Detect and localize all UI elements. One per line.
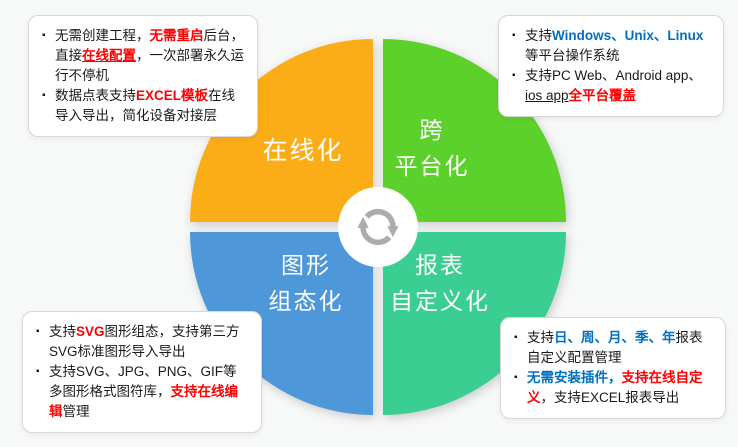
bullet-item: ▪支持SVG图形组态，支持第三方SVG标准图形导入导出 (36, 322, 248, 362)
bullet-item: ▪无需创建工程，无需重启后台，直接在线配置，一次部署永久运行不停机 (42, 26, 244, 86)
bullet-marker: ▪ (42, 30, 46, 41)
bullet-item: ▪支持Windows、Unix、Linux等平台操作系统 (512, 26, 710, 66)
bullet-marker: ▪ (512, 70, 516, 81)
bullet-marker: ▪ (512, 30, 516, 41)
bullet-item: ▪无需安装插件，支持在线自定义，支持EXCEL报表导出 (514, 368, 712, 408)
bullet-marker: ▪ (514, 372, 518, 383)
bullet-marker: ▪ (514, 332, 518, 343)
callout-report-details: ▪支持日、周、月、季、年报表自定义配置管理▪无需安装插件，支持在线自定义，支持E… (500, 317, 726, 419)
sync-arrows-icon (357, 208, 399, 246)
bullet-item: ▪支持日、周、月、季、年报表自定义配置管理 (514, 328, 712, 368)
bullet-marker: ▪ (36, 366, 40, 377)
bullet-marker: ▪ (42, 90, 46, 101)
bullet-marker: ▪ (36, 326, 40, 337)
quadrant-label-cross-platform: 跨 平台化 (394, 117, 470, 179)
callout-online-details: ▪无需创建工程，无需重启后台，直接在线配置，一次部署永久运行不停机▪数据点表支持… (28, 15, 258, 137)
callout-graphic-details: ▪支持SVG图形组态，支持第三方SVG标准图形导入导出▪支持SVG、JPG、PN… (22, 311, 262, 433)
quadrant-label-online: 在线化 (262, 137, 344, 165)
quadrant-label-graphic: 图形 组态化 (268, 252, 344, 314)
bullet-item: ▪支持SVG、JPG、PNG、GIF等多图形格式图符库，支持在线编辑管理 (36, 362, 248, 422)
callout-cross-platform-details: ▪支持Windows、Unix、Linux等平台操作系统▪支持PC Web、An… (498, 15, 724, 117)
center-hub (338, 187, 418, 267)
bullet-item: ▪数据点表支持EXCEL模板在线导入导出，简化设备对接层 (42, 86, 244, 126)
quadrant-label-report: 报表 自定义化 (390, 252, 490, 314)
bullet-item: ▪支持PC Web、Android app、ios app全平台覆盖 (512, 66, 710, 106)
